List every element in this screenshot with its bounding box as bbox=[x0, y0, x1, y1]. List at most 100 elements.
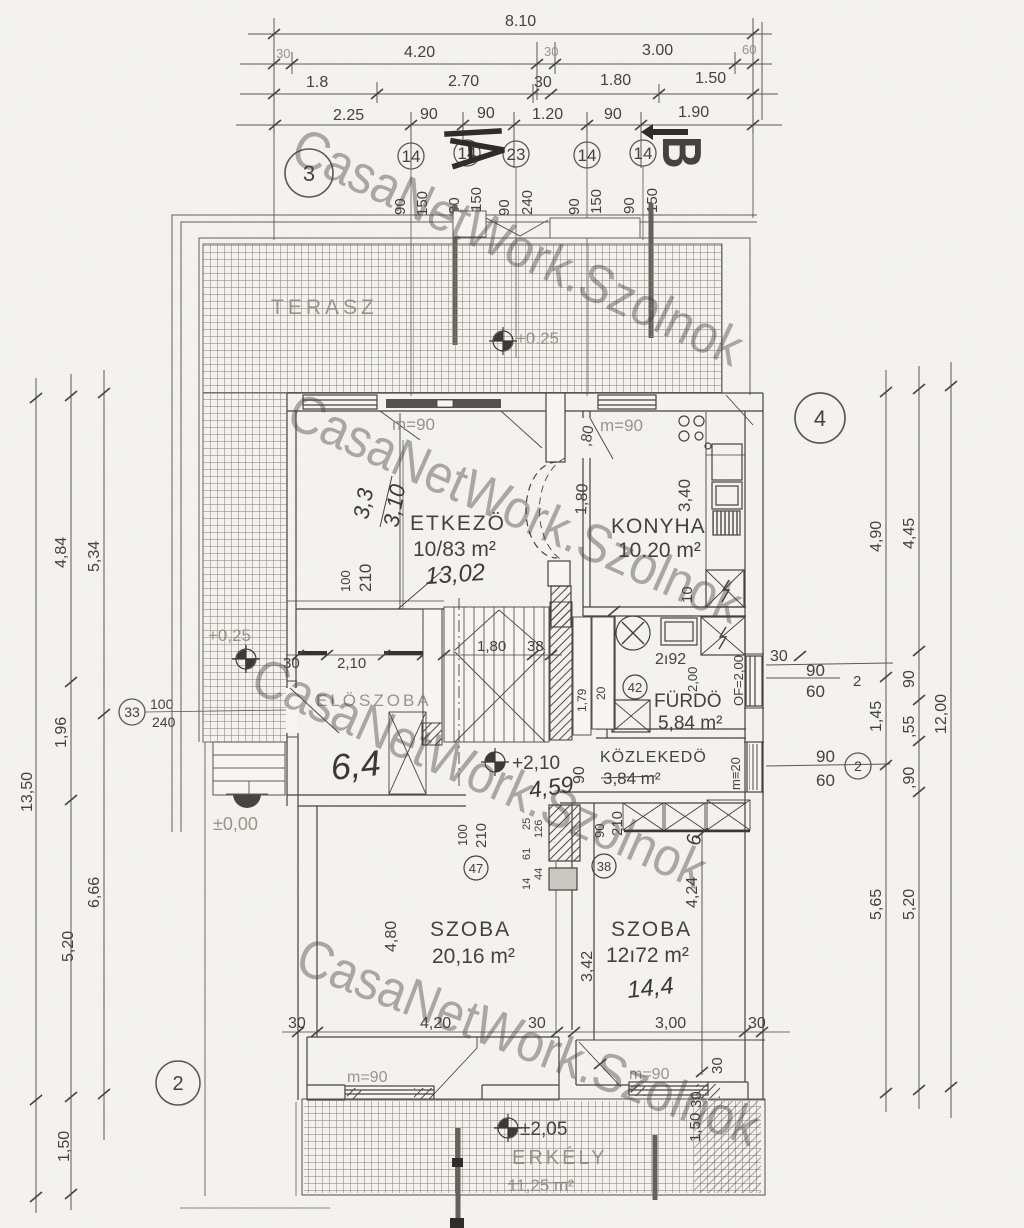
svg-text:FÜRDÖ: FÜRDÖ bbox=[654, 691, 722, 712]
svg-text:12ı72 m²: 12ı72 m² bbox=[606, 944, 689, 967]
svg-text:,55: ,55 bbox=[901, 716, 918, 738]
svg-text:ETKEZÖ: ETKEZÖ bbox=[410, 512, 506, 535]
svg-text:30: 30 bbox=[770, 648, 788, 665]
svg-text:3.00: 3.00 bbox=[642, 42, 673, 59]
svg-text:60: 60 bbox=[742, 42, 756, 57]
svg-text:2: 2 bbox=[853, 673, 861, 690]
svg-text:8.10: 8.10 bbox=[505, 13, 536, 30]
svg-text:14: 14 bbox=[521, 878, 533, 890]
svg-text:1.20: 1.20 bbox=[532, 106, 563, 123]
svg-text:,90: ,90 bbox=[901, 767, 918, 789]
svg-text:1,79: 1,79 bbox=[575, 688, 589, 712]
svg-text:10.20 m²: 10.20 m² bbox=[618, 539, 701, 562]
svg-text:90: 90 bbox=[816, 747, 835, 766]
svg-text:2.25: 2.25 bbox=[333, 107, 364, 124]
svg-text:+0.25: +0.25 bbox=[516, 329, 559, 348]
svg-text:OF=2,00: OF=2,00 bbox=[731, 655, 746, 706]
svg-text:47: 47 bbox=[469, 861, 483, 876]
svg-text:38: 38 bbox=[597, 859, 611, 874]
svg-text:90: 90 bbox=[477, 105, 495, 122]
svg-text:4,45: 4,45 bbox=[901, 518, 918, 549]
svg-text:1,80: 1,80 bbox=[477, 638, 506, 655]
svg-text:90: 90 bbox=[420, 106, 438, 123]
svg-text:150: 150 bbox=[644, 188, 661, 213]
svg-text:1.90: 1.90 bbox=[678, 104, 709, 121]
svg-text:2ı92: 2ı92 bbox=[655, 651, 686, 668]
svg-text:1,45: 1,45 bbox=[868, 701, 885, 732]
svg-text:4: 4 bbox=[814, 406, 826, 431]
svg-text:,80: ,80 bbox=[577, 424, 597, 447]
svg-text:61: 61 bbox=[521, 848, 533, 860]
svg-text:100: 100 bbox=[455, 824, 470, 846]
svg-text:1,80: 1,80 bbox=[573, 483, 592, 515]
svg-text:4,80: 4,80 bbox=[383, 921, 400, 952]
svg-text:30: 30 bbox=[283, 655, 300, 672]
svg-text:4,84: 4,84 bbox=[53, 537, 70, 568]
svg-text:60: 60 bbox=[816, 771, 835, 790]
svg-text:KONYHA: KONYHA bbox=[611, 515, 706, 538]
svg-text:90: 90 bbox=[604, 106, 622, 123]
svg-text:14: 14 bbox=[402, 147, 421, 166]
svg-text:60: 60 bbox=[806, 682, 825, 701]
svg-text:20: 20 bbox=[594, 686, 608, 700]
svg-text:30: 30 bbox=[709, 1057, 726, 1074]
svg-text:20,16 m²: 20,16 m² bbox=[432, 945, 515, 968]
svg-text:1.80: 1.80 bbox=[600, 72, 631, 89]
svg-text:3,40: 3,40 bbox=[675, 479, 694, 512]
svg-text:1.8: 1.8 bbox=[306, 74, 328, 91]
svg-text:13,50: 13,50 bbox=[19, 772, 36, 812]
svg-text:2: 2 bbox=[854, 758, 862, 774]
svg-text:25: 25 bbox=[521, 818, 533, 830]
svg-text:±0,00: ±0,00 bbox=[213, 814, 258, 834]
svg-text:38: 38 bbox=[527, 638, 544, 655]
svg-text:5,20: 5,20 bbox=[60, 931, 77, 962]
svg-text:240: 240 bbox=[152, 714, 176, 730]
svg-text:150: 150 bbox=[588, 189, 605, 214]
svg-text:5,20: 5,20 bbox=[901, 889, 918, 920]
svg-text:2.70: 2.70 bbox=[448, 73, 479, 90]
svg-text:3,42: 3,42 bbox=[579, 951, 596, 982]
svg-text:30: 30 bbox=[528, 1015, 546, 1032]
svg-text:3: 3 bbox=[303, 161, 315, 186]
svg-text:m=90: m=90 bbox=[629, 1066, 670, 1083]
svg-text:ELÖSZOBA: ELÖSZOBA bbox=[316, 691, 432, 710]
svg-text:4.20: 4.20 bbox=[404, 44, 435, 61]
svg-text:90: 90 bbox=[901, 670, 918, 688]
svg-text:KÖZLEKEDÖ: KÖZLEKEDÖ bbox=[600, 748, 707, 766]
svg-text:ERKÉLY: ERKÉLY bbox=[512, 1146, 607, 1169]
svg-text:90: 90 bbox=[621, 197, 638, 214]
svg-text:210: 210 bbox=[356, 564, 375, 592]
svg-text:90: 90 bbox=[496, 199, 513, 216]
svg-text:10: 10 bbox=[679, 586, 696, 603]
svg-text:210: 210 bbox=[609, 811, 626, 836]
svg-text:14: 14 bbox=[578, 146, 597, 165]
svg-text:150: 150 bbox=[414, 191, 431, 216]
svg-text:44: 44 bbox=[533, 868, 545, 880]
svg-text:4,90: 4,90 bbox=[868, 521, 885, 552]
svg-text:240: 240 bbox=[519, 190, 536, 215]
svg-text:23: 23 bbox=[507, 145, 526, 164]
svg-text:4,24: 4,24 bbox=[684, 877, 701, 908]
svg-text:6,66: 6,66 bbox=[86, 877, 103, 908]
svg-text:TERASZ: TERASZ bbox=[271, 296, 378, 319]
svg-text:126: 126 bbox=[533, 820, 545, 838]
svg-text:30: 30 bbox=[534, 74, 552, 91]
svg-text:90: 90 bbox=[566, 198, 583, 215]
svg-text:5,34: 5,34 bbox=[86, 541, 103, 572]
svg-text:150: 150 bbox=[468, 187, 485, 212]
svg-text:5,65: 5,65 bbox=[868, 889, 885, 920]
svg-text:90: 90 bbox=[392, 198, 409, 215]
svg-text:210: 210 bbox=[473, 823, 490, 848]
svg-text:2: 2 bbox=[172, 1073, 183, 1095]
svg-text:90: 90 bbox=[592, 824, 607, 838]
svg-text:1,96: 1,96 bbox=[53, 717, 70, 748]
svg-text:+2,10: +2,10 bbox=[512, 753, 560, 774]
svg-text:3,00: 3,00 bbox=[655, 1015, 686, 1032]
svg-text:90: 90 bbox=[806, 661, 825, 680]
svg-text:13,02: 13,02 bbox=[424, 559, 486, 590]
svg-text:6: 6 bbox=[683, 833, 706, 847]
svg-text:4,20: 4,20 bbox=[420, 1015, 451, 1032]
svg-text:14,4: 14,4 bbox=[626, 972, 675, 1004]
svg-text:42: 42 bbox=[628, 680, 642, 695]
svg-text:B: B bbox=[651, 136, 712, 168]
